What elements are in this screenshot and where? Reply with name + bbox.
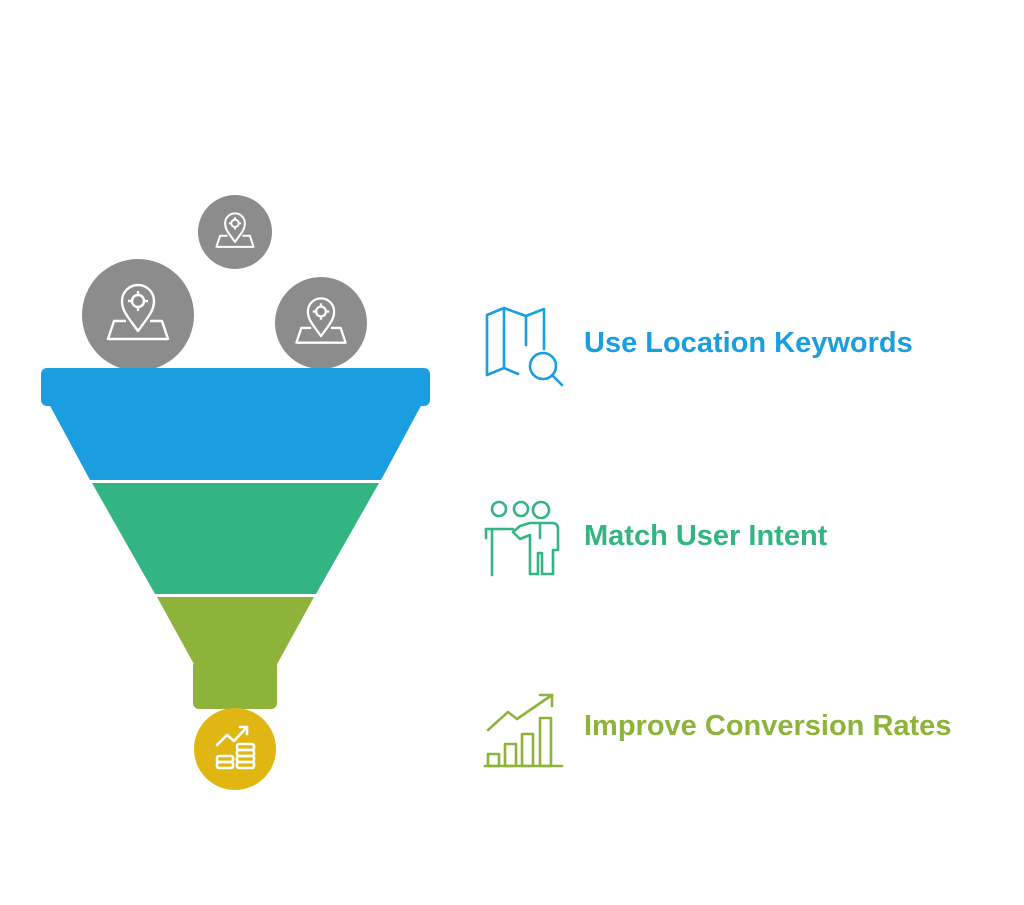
funnel-segment-3	[157, 597, 314, 709]
location-pin-icon	[106, 283, 170, 341]
location-bubble-left	[82, 259, 194, 371]
step-match-user-intent: Match User Intent	[480, 498, 1010, 638]
map-search-icon	[485, 306, 564, 387]
step-title: Match User Intent	[584, 520, 828, 552]
step-title: Improve Conversion Rates	[584, 710, 952, 742]
location-bubble-right	[275, 277, 367, 369]
funnel-segment-1	[41, 368, 430, 480]
growth-bar-chart-icon	[483, 693, 564, 768]
presentation-person-icon	[484, 500, 560, 577]
step-use-location-keywords: Use Location Keywords	[480, 305, 1010, 445]
location-pin-icon	[215, 212, 255, 248]
step-improve-conversion-rates: Improve Conversion Rates	[480, 688, 1010, 828]
step-title: Use Location Keywords	[584, 327, 913, 359]
location-bubble-top	[198, 195, 272, 269]
funnel-segment-2	[92, 483, 379, 594]
location-pin-icon	[295, 297, 347, 344]
funnel-outlet	[194, 708, 276, 790]
money-growth-icon	[215, 725, 256, 770]
